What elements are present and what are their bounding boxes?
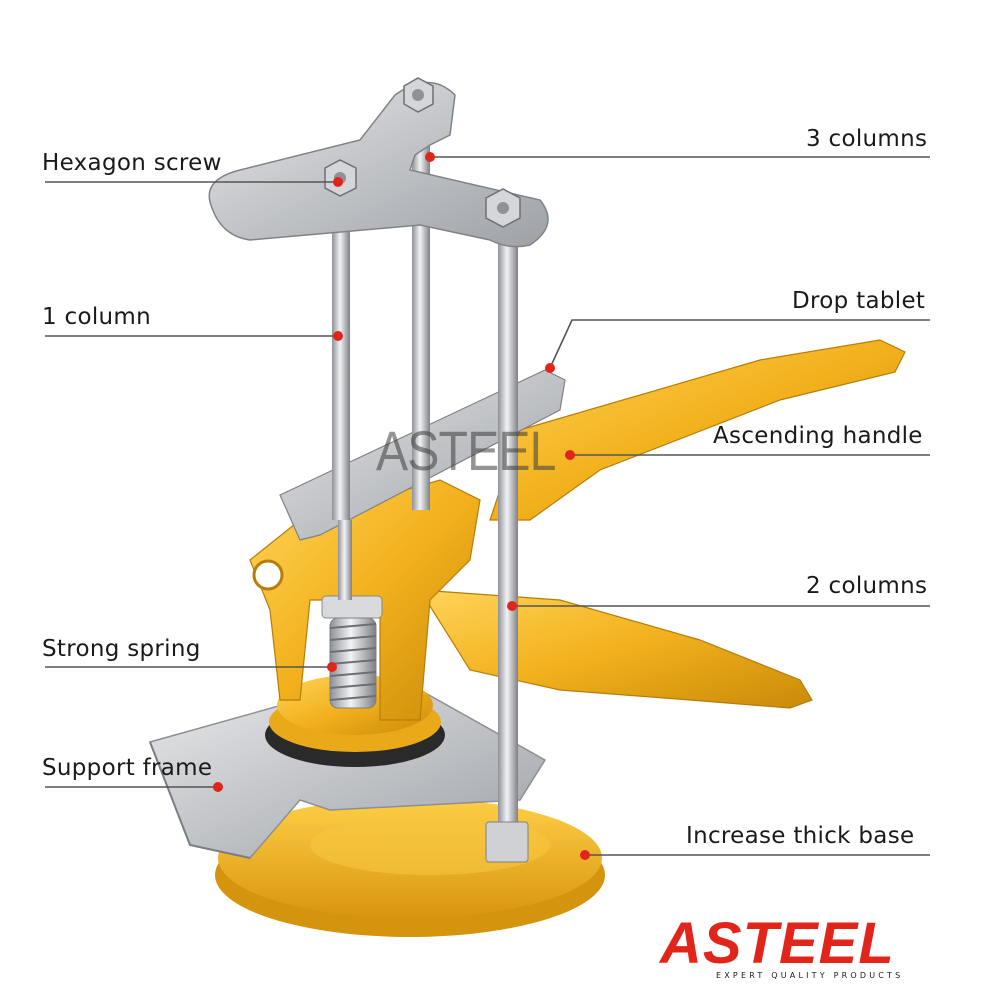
label-strong-spring: Strong spring — [42, 636, 201, 662]
dot-drop-tablet — [545, 363, 555, 373]
leader-lines — [45, 156, 930, 856]
watermark-text: ASTEEL — [376, 419, 556, 482]
dot-ascending-handle — [565, 450, 575, 460]
dot-2-columns — [507, 601, 517, 611]
leader-drop-tablet — [549, 319, 930, 369]
dot-strong-spring — [327, 662, 337, 672]
label-drop-tablet: Drop tablet — [792, 288, 926, 314]
dot-1-column — [333, 331, 343, 341]
lower-handle — [418, 589, 813, 709]
hex-screw-right — [485, 188, 521, 228]
label-hexagon-screw: Hexagon screw — [42, 150, 222, 176]
dot-3-columns — [425, 152, 435, 162]
column-1 — [332, 220, 352, 600]
logo-tagline: EXPERT QUALITY PRODUCTS — [716, 971, 904, 980]
dot-hexagon-screw — [333, 177, 343, 187]
brand-logo: ASTEEL EXPERT QUALITY PRODUCTS — [660, 915, 960, 985]
column-2 — [485, 210, 529, 863]
marker-dots — [213, 152, 590, 860]
logo-brand-text: ASTEEL — [660, 911, 895, 976]
dot-increase-thick-base — [580, 850, 590, 860]
hex-screw-top — [403, 77, 434, 113]
label-2-columns: 2 columns — [806, 573, 928, 599]
top-plate — [208, 81, 549, 248]
strong-spring — [321, 595, 383, 709]
label-support-frame: Support frame — [42, 755, 213, 781]
label-3-columns: 3 columns — [806, 126, 928, 152]
label-1-column: 1 column — [42, 304, 152, 330]
label-increase-thick-base: Increase thick base — [686, 823, 915, 849]
dot-support-frame — [213, 782, 223, 792]
label-ascending-handle: Ascending handle — [713, 423, 923, 449]
